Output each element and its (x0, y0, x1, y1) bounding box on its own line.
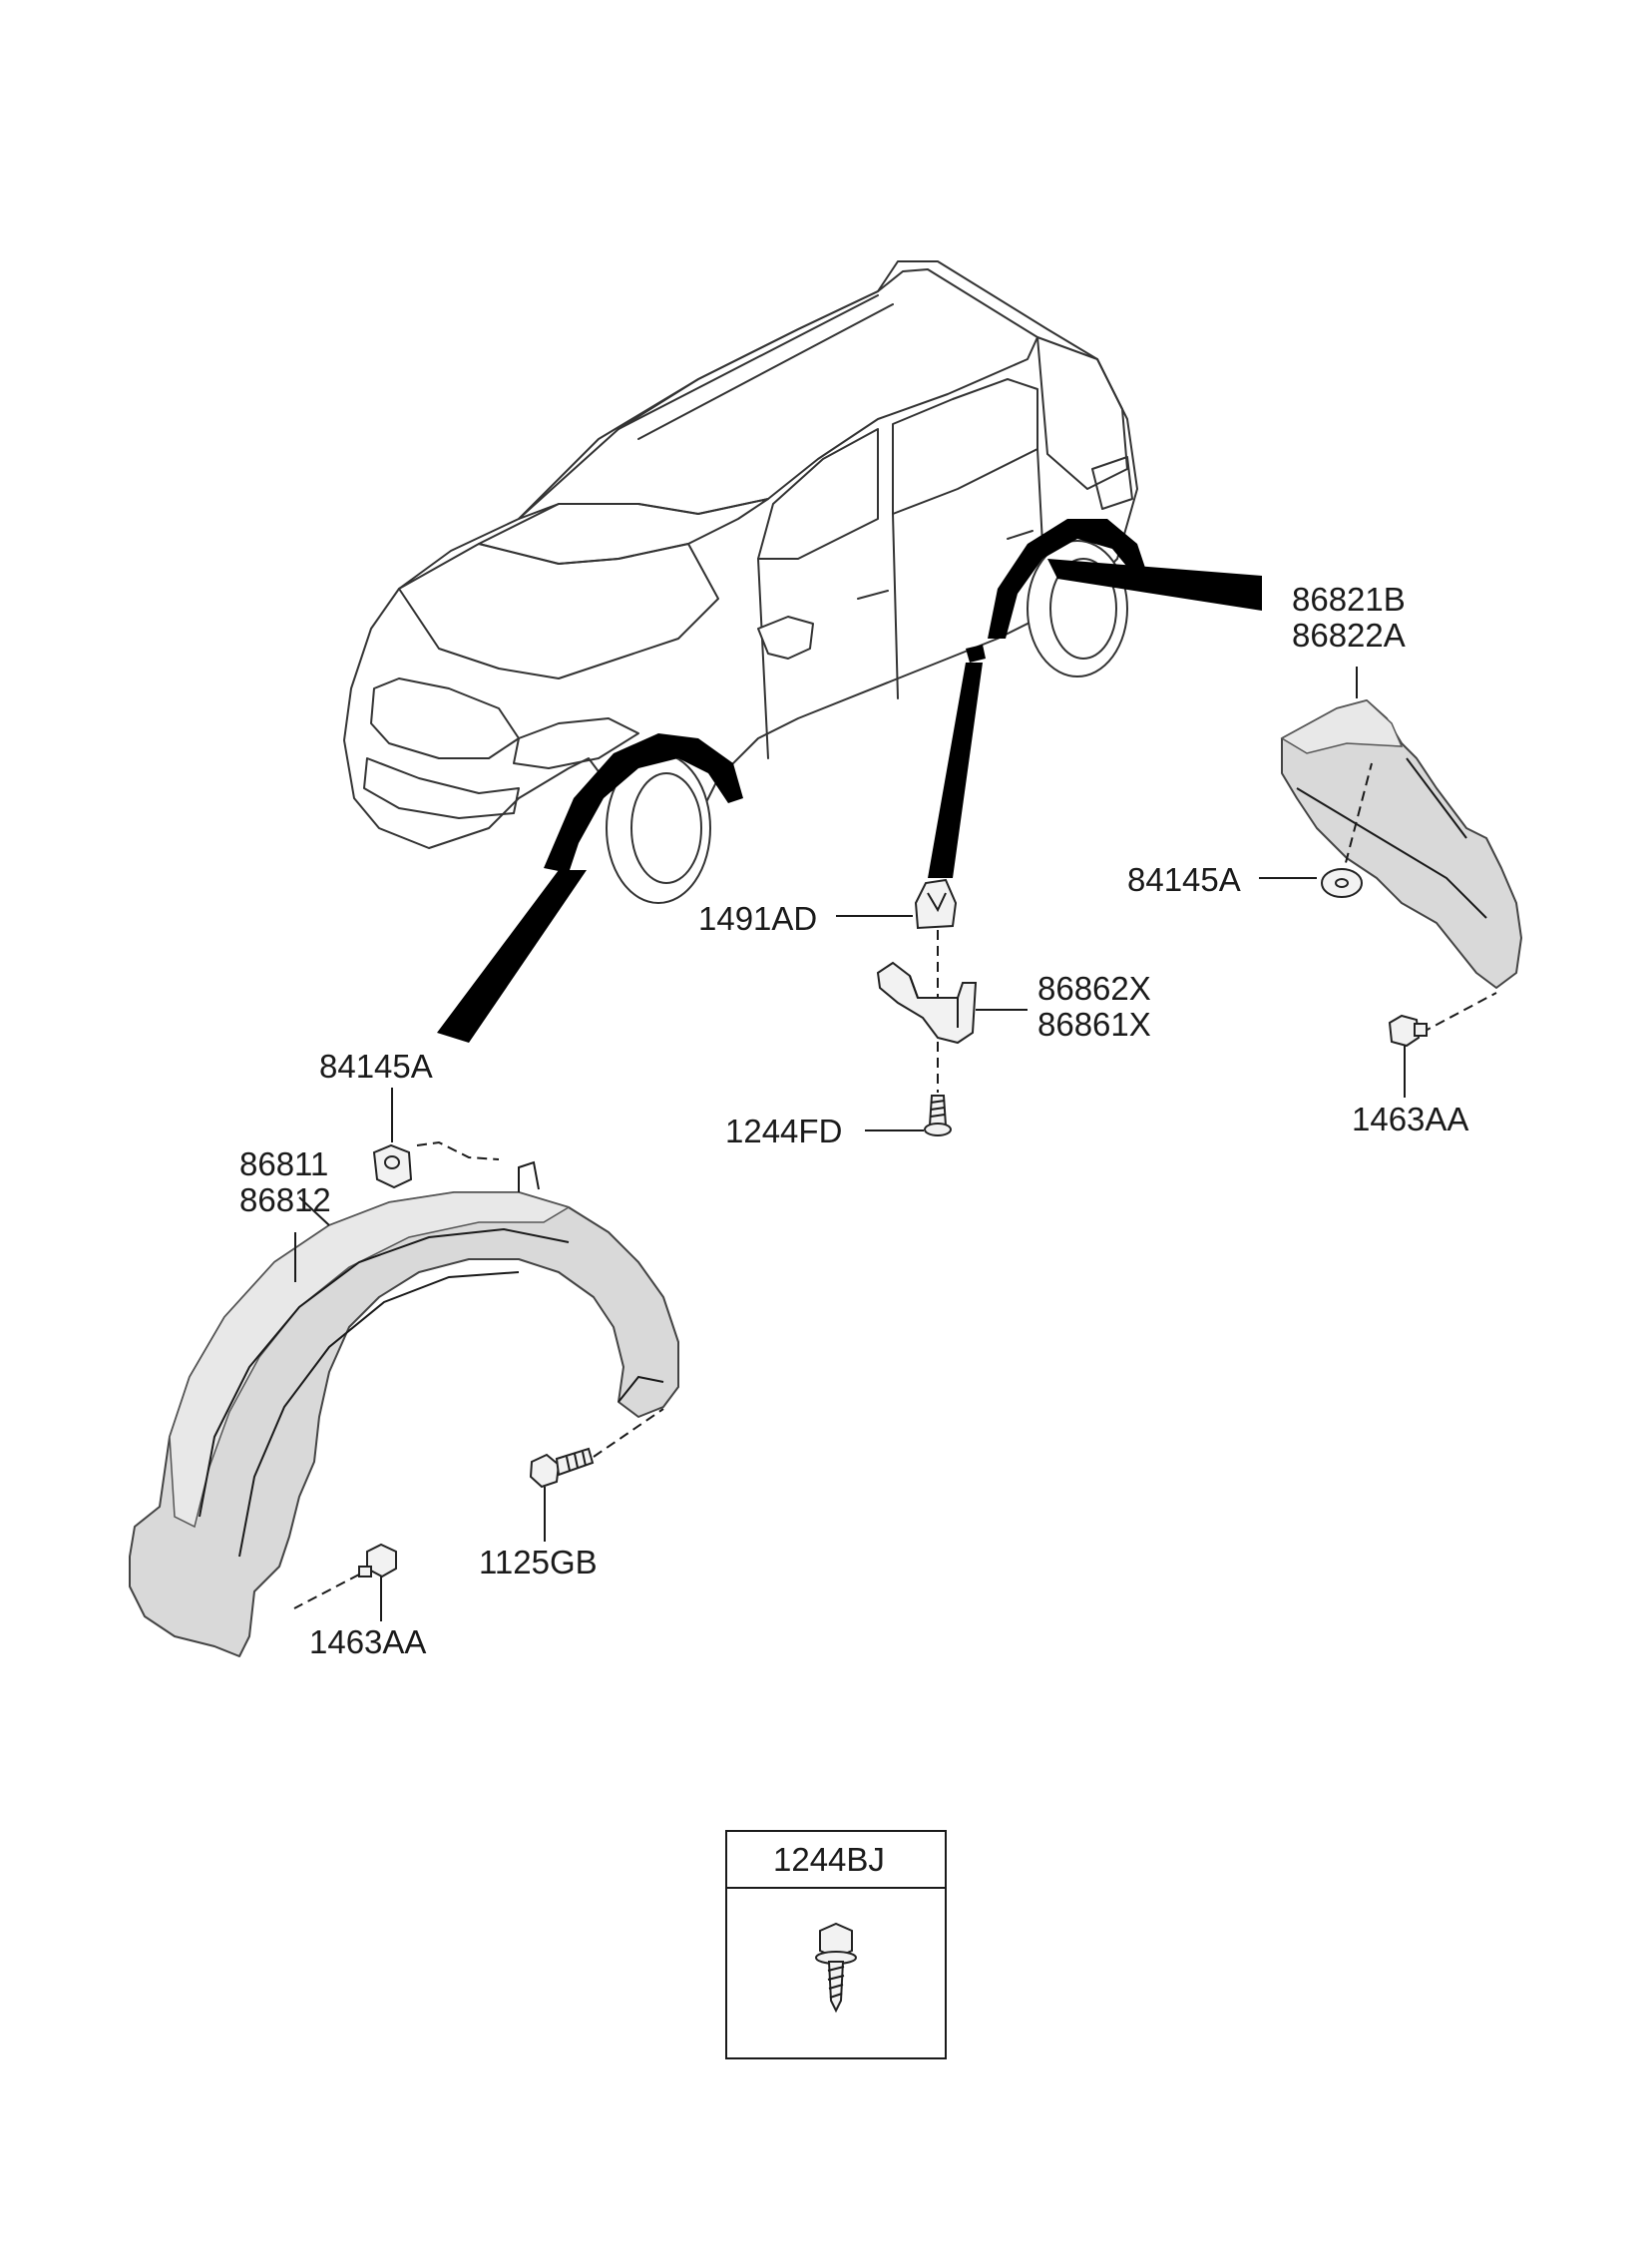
lower-grille (363, 757, 520, 819)
label-front-liner-a: 86811 (239, 1145, 328, 1182)
front-screw-head (529, 1453, 561, 1489)
rear-leader-wedge (1047, 559, 1262, 611)
label-front-clip: 84145A (319, 1048, 433, 1085)
front-liner-lip (618, 1375, 664, 1403)
label-rear-clip: 84145A (1127, 861, 1241, 898)
front-liner-face (169, 1191, 571, 1529)
label-box-screw: 1244BJ (773, 1841, 885, 1878)
side-mirror (757, 616, 814, 660)
side-sill-bracket (876, 961, 978, 1045)
car-body (343, 260, 1138, 849)
front-liner-rib-1 (199, 1227, 570, 1518)
label-bracket-screw: 1244FD (725, 1113, 842, 1149)
rear-clip-dash (1341, 762, 1373, 879)
rear-liner-ridge-2 (1406, 757, 1467, 839)
hood (398, 543, 719, 679)
label-front-liner-b: 86812 (239, 1181, 331, 1218)
rear-liner-top-face (1280, 699, 1404, 754)
rear-clip (1321, 868, 1363, 898)
front-rim (630, 772, 702, 884)
rear-clip-hole (1335, 878, 1349, 888)
front-screw (529, 1447, 595, 1489)
box-screw-head (819, 1922, 853, 1960)
front-arch-highlight (544, 733, 743, 873)
front-clip-dash (416, 1140, 500, 1160)
bracket-clip (914, 878, 958, 930)
rear-rim (1049, 558, 1117, 660)
bracket-screw (924, 1095, 952, 1136)
rear-lamp (1091, 456, 1133, 510)
bracket-screw-head (924, 1123, 952, 1136)
vehicle-illustration (343, 260, 1262, 1043)
fastener-box (725, 1830, 947, 2059)
tailgate (1036, 336, 1128, 490)
bracket-clip-body (914, 878, 958, 930)
grille (370, 677, 520, 759)
front-wheel-liner (129, 1160, 679, 1657)
sill-bracket-highlight (966, 645, 986, 663)
front-bolt-dash (293, 1574, 360, 1609)
front-leader-wedge (437, 870, 587, 1043)
bracket-clip-detail (927, 892, 947, 913)
front-liner-rib-2 (238, 1271, 520, 1558)
label-front-bolt: 1463AA (309, 1623, 426, 1660)
bracket-body (876, 961, 978, 1045)
front-liner-rib-3 (298, 1160, 540, 1226)
label-bracket-b: 86861X (1037, 1006, 1151, 1043)
door-handle (857, 530, 1033, 600)
bracket-leader-wedge (928, 663, 983, 878)
rear-wheel-liner (1280, 699, 1522, 989)
box-screw-thread (827, 1966, 845, 1999)
label-rear-bolt: 1463AA (1352, 1101, 1468, 1137)
rear-bolt-dash (1421, 992, 1497, 1034)
roof-rail (618, 294, 894, 440)
front-bolt (358, 1543, 397, 1578)
front-screw-thread (566, 1451, 587, 1472)
box-screw-icon (815, 1922, 857, 2014)
rear-bolt-shank (1414, 1023, 1428, 1037)
rear-arch-highlight (988, 519, 1147, 639)
headlight (513, 717, 639, 769)
rear-bolt-head (1388, 1014, 1421, 1048)
bracket-screw-thread (930, 1100, 946, 1118)
label-rear-liner-b: 86822A (1292, 617, 1406, 654)
label-front-screw: 1125GB (479, 1544, 598, 1580)
rear-bolt (1388, 1014, 1428, 1048)
front-clip-hole (384, 1155, 400, 1169)
label-bracket-a: 86862X (1037, 970, 1151, 1007)
bracket-fold (909, 975, 959, 1028)
front-screw-dash (593, 1408, 664, 1458)
label-bracket-clip: 1491AD (698, 900, 817, 937)
front-screw-shank (555, 1447, 595, 1477)
rear-side-window (892, 378, 1038, 515)
front-clip (372, 1143, 413, 1189)
rear-liner-ridge (1296, 787, 1487, 919)
front-bolt-shank (358, 1566, 372, 1578)
label-rear-liner-a: 86821B (1292, 581, 1406, 618)
